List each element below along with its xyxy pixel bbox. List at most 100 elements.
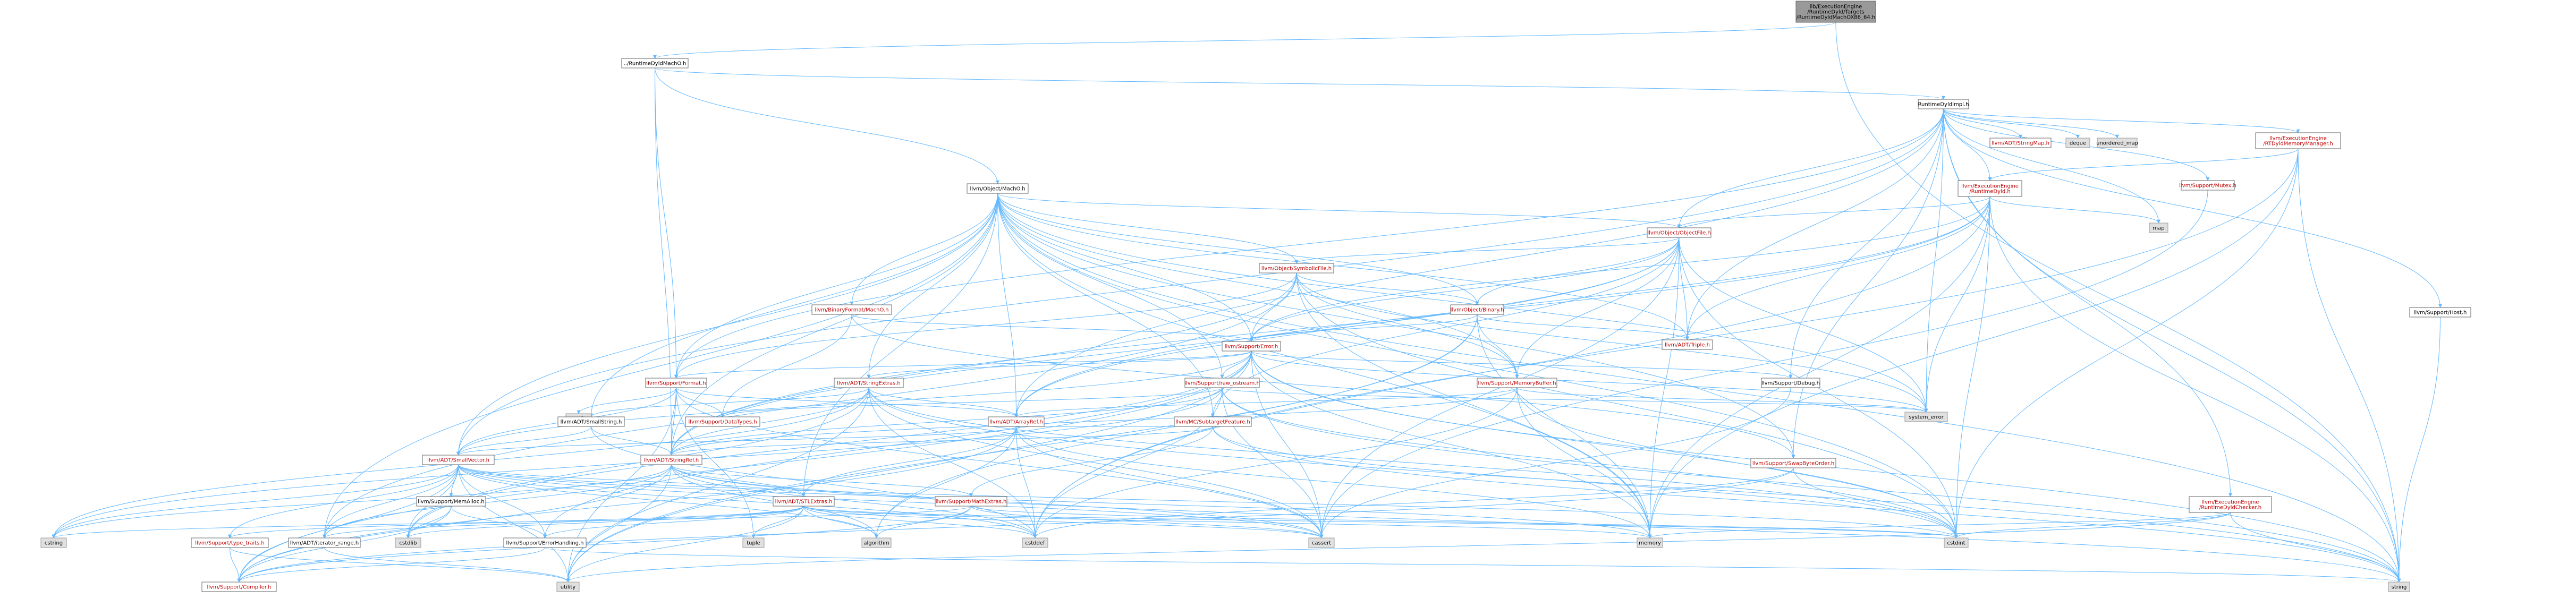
node-memalloc[interactable]: llvm/Support/MemAlloc.h [416, 496, 486, 507]
node-box [2388, 582, 2410, 592]
node-label: llvm/Object/SymbolicFile.h [1261, 266, 1332, 272]
node-compiler[interactable]: llvm/Support/Compiler.h [201, 582, 277, 592]
node-rdmacho[interactable]: ../RuntimeDyldMachO.h [621, 58, 689, 69]
edge-rdmacho-to-rdimpl [655, 67, 1945, 100]
node-arrayref[interactable]: llvm/ADT/ArrayRef.h [988, 416, 1045, 427]
nodes-layer: lib/ExecutionEngine/RuntimeDyld/Targets/… [40, 1, 2471, 592]
node-label: llvm/Object/Binary.h [1451, 307, 1504, 313]
node-triple[interactable]: llvm/ADT/Triple.h [1662, 339, 1713, 350]
edge-rtdyldmm-to-cstdint [1954, 148, 2299, 538]
edge-rdimpl-to-map [1943, 108, 2160, 224]
edge-subtarget-to-mathextras [969, 426, 1213, 497]
node-label: llvm/Support/MathExtras.h [936, 499, 1007, 505]
node-stlextras[interactable]: llvm/ADT/STLExtras.h [773, 496, 835, 507]
node-box [1904, 412, 1948, 422]
node-mutex[interactable]: llvm/Support/Mutex.h [2179, 180, 2236, 191]
edge-format-to-cstdio [577, 387, 676, 414]
node-objmacho[interactable]: llvm/Object/MachO.h [967, 183, 1029, 194]
node-box [1647, 227, 1711, 238]
node-box [422, 455, 495, 465]
edge-rawostream-to-systemerror [1222, 387, 1928, 413]
edge-rawostream-to-cstddef [1033, 387, 1223, 538]
node-stringextras[interactable]: llvm/ADT/StringExtras.h [834, 378, 904, 388]
node-box [416, 496, 486, 507]
edge-mathextras-to-compiler [237, 506, 971, 583]
node-mathextras[interactable]: llvm/Support/MathExtras.h [935, 496, 1007, 507]
node-label: tuple [747, 541, 760, 546]
edge-stlextras-to-tuple [751, 506, 804, 538]
edge-rdimpl-to-smallvector [456, 108, 1944, 456]
edge-rdimpl-to-debug [1789, 108, 1944, 379]
node-box [201, 582, 277, 592]
node-label: llvm/Support/Error.h [1225, 344, 1278, 350]
node-rdimpl[interactable]: RuntimeDyldImpl.h [1918, 99, 1969, 109]
edge-memalloc-to-errhandling [451, 506, 547, 538]
node-cstring: cstring [40, 537, 67, 548]
node-errhandling[interactable]: llvm/Support/ErrorHandling.h [503, 537, 587, 548]
edge-binary-to-memorybuffer [1477, 314, 1519, 379]
edge-smallvector-to-utility [458, 464, 570, 583]
edge-objmacho-to-rawostream [997, 193, 1224, 379]
node-error[interactable]: llvm/Support/Error.h [1222, 341, 1281, 352]
node-box [1222, 341, 1281, 352]
node-box [967, 183, 1029, 194]
edge-memorybuffer-to-systemerror [1516, 387, 1928, 413]
edge-memorybuffer-to-arrayref [1014, 387, 1518, 417]
node-label: llvm/ADT/STLExtras.h [775, 499, 833, 505]
edge-format-to-arrayref [676, 387, 1018, 417]
node-datatypes[interactable]: llvm/Support/DataTypes.h [685, 416, 760, 427]
edge-rdmacho-to-format [655, 67, 678, 379]
node-box [861, 537, 892, 548]
node-swapbyteorder[interactable]: llvm/Support/SwapByteOrder.h [1750, 458, 1836, 468]
node-stringmap[interactable]: llvm/ADT/StringMap.h [1989, 138, 2052, 148]
node-rtdyldmm[interactable]: llvm/ExecutionEngine/RTDyldMemoryManager… [2255, 132, 2341, 149]
edge-symbolicfile-to-memory [1296, 272, 1652, 538]
edge-arrayref-to-cassert [1016, 426, 1324, 538]
node-runtimedyld[interactable]: llvm/ExecutionEngine/RuntimeDyld.h [1958, 180, 2022, 197]
edge-objmacho-to-format [674, 193, 998, 379]
node-box [1637, 537, 1663, 548]
edge-smallvector-to-cassert [458, 464, 1324, 538]
edge-smallstring-to-stringref [591, 426, 673, 456]
node-subtarget[interactable]: llvm/MC/SubtargetFeature.h [1174, 416, 1252, 427]
node-binaryformat[interactable]: llvm/BinaryFormat/MachO.h [811, 304, 892, 315]
node-smallstring[interactable]: llvm/ADT/SmallString.h [557, 416, 625, 427]
edge-swapbyteorder-to-cstddef [1033, 467, 1794, 538]
edge-host-to-string [2397, 317, 2441, 583]
edge-runtimedyld-to-cstddef [1033, 196, 1990, 538]
node-root[interactable]: lib/ExecutionEngine/RuntimeDyld/Targets/… [1795, 1, 1876, 23]
node-smallvector[interactable]: llvm/ADT/SmallVector.h [422, 455, 495, 465]
edge-stringref-to-stlextras [671, 464, 806, 497]
edge-memalloc-to-cstdlib [406, 506, 452, 538]
edge-typetraits-to-compiler [230, 547, 241, 583]
edge-arrayref-to-memory [1016, 426, 1652, 538]
node-label: llvm/ADT/SmallVector.h [427, 458, 489, 464]
node-rdchecker[interactable]: llvm/ExecutionEngine/RuntimeDyldChecker.… [2189, 496, 2272, 513]
edge-objectfile-to-systemerror [1679, 237, 1928, 413]
edges-layer [52, 22, 2442, 583]
node-format[interactable]: llvm/Support/Format.h [645, 378, 707, 388]
edge-rawostream-to-cassert [1222, 387, 1324, 538]
node-symbolicfile[interactable]: llvm/Object/SymbolicFile.h [1259, 263, 1334, 273]
node-stringref[interactable]: llvm/ADT/StringRef.h [640, 455, 702, 465]
node-typetraits[interactable]: llvm/Support/type_traits.h [191, 537, 269, 548]
node-label: llvm/ADT/iterator_range.h [290, 541, 359, 546]
edge-rdimpl-to-arrayref [1014, 108, 1944, 417]
edge-rdimpl-to-swapbyteorder [1791, 108, 1944, 459]
node-host[interactable]: llvm/Support/Host.h [2409, 307, 2471, 318]
edge-stlextras-to-algorithm [803, 506, 878, 538]
edge-objectfile-to-binary [1475, 237, 1680, 305]
edge-format-to-cassert [676, 387, 1324, 538]
node-rawostream[interactable]: llvm/Support/raw_ostream.h [1184, 378, 1260, 388]
edge-objmacho-to-subtarget [997, 193, 1215, 417]
node-label: llvm/Support/DataTypes.h [688, 420, 757, 425]
edge-objmacho-to-symbolicfile [997, 193, 1299, 264]
edge-subtarget-to-stringref [670, 426, 1213, 456]
node-iterrange[interactable]: llvm/ADT/iterator_range.h [288, 537, 361, 548]
edge-rdimpl-to-stringmap [1943, 108, 2022, 139]
node-objectfile[interactable]: llvm/Object/ObjectFile.h [1647, 227, 1711, 238]
edge-rdmacho-to-objmacho [655, 67, 999, 184]
node-memorybuffer[interactable]: llvm/Support/MemoryBuffer.h [1477, 378, 1557, 388]
node-binary[interactable]: llvm/Object/Binary.h [1450, 304, 1504, 315]
node-debug[interactable]: llvm/Support/Debug.h [1761, 378, 1820, 388]
